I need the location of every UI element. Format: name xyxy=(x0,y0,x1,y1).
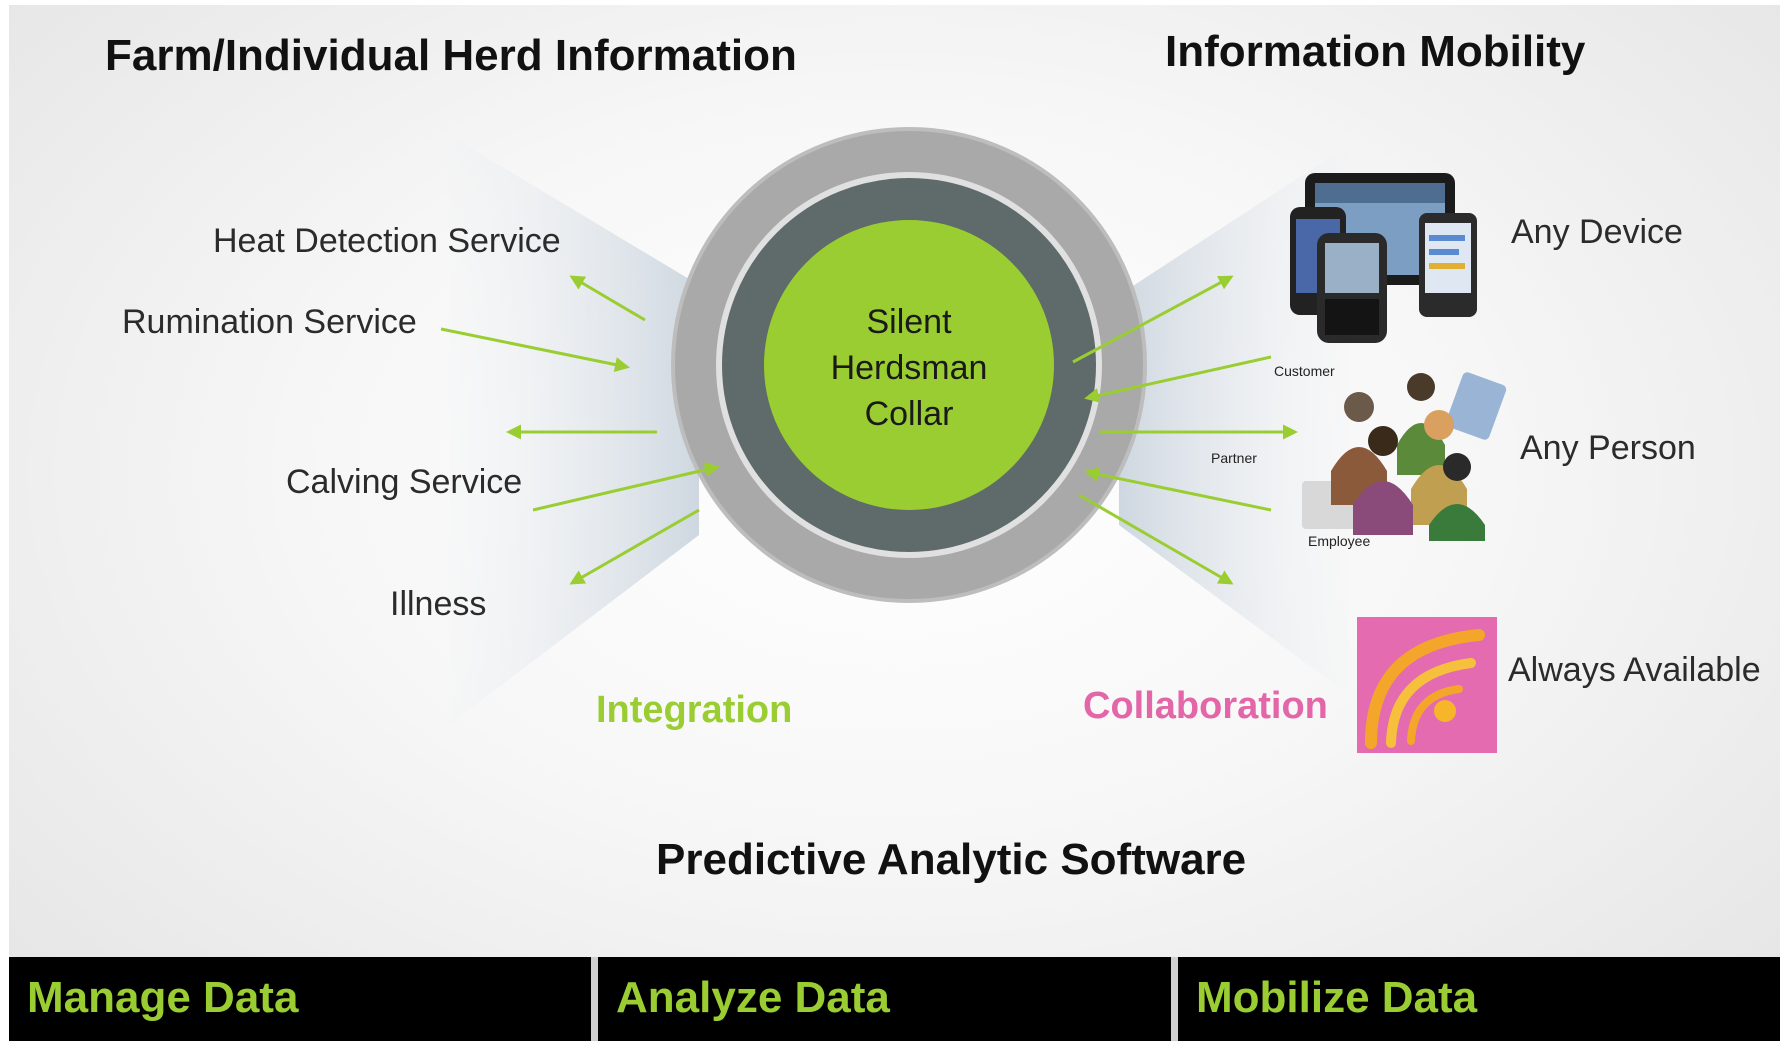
mobile-devices-icon xyxy=(1290,173,1477,343)
people-label-customer: Customer xyxy=(1274,363,1335,379)
arrow-employee-in xyxy=(1084,467,1272,512)
hub-outer-ring-highlight xyxy=(671,127,1147,603)
arrow-available-out xyxy=(1078,493,1234,585)
people-group-icon xyxy=(1302,372,1507,541)
bottom-cell-mobilize-label: Mobilize Data xyxy=(1196,973,1478,1022)
bottom-bar: Manage Data Analyze Data Mobilize Data xyxy=(9,957,1780,1041)
mobility-any-device: Any Device xyxy=(1511,213,1683,251)
people-label-partner: Partner xyxy=(1211,450,1257,466)
bottom-cell-manage: Manage Data xyxy=(9,957,591,1041)
theme-collaboration: Collaboration xyxy=(1083,685,1328,727)
arrow-heat-out xyxy=(569,275,646,322)
arrow-device-out xyxy=(1072,275,1234,364)
arrow-customer-in xyxy=(1084,355,1272,403)
service-rumination: Rumination Service xyxy=(122,303,417,341)
bottom-cell-mobilize: Mobilize Data xyxy=(1178,957,1780,1041)
mobility-any-person: Any Person xyxy=(1520,429,1696,467)
slide: Farm/Individual Herd Information Informa… xyxy=(9,5,1780,1041)
hub-label-line1: Silent xyxy=(866,303,952,341)
bottom-heading: Predictive Analytic Software xyxy=(656,835,1247,884)
mobility-always-available: Always Available xyxy=(1508,651,1761,689)
hub-label: Silent Herdsman Collar xyxy=(809,299,1009,437)
service-heat-detection: Heat Detection Service xyxy=(213,222,561,260)
hub-label-line2: Herdsman xyxy=(830,349,988,387)
service-calving: Calving Service xyxy=(286,463,523,501)
service-illness: Illness xyxy=(390,585,487,623)
left-heading: Farm/Individual Herd Information xyxy=(105,31,797,80)
arrow-illness-out xyxy=(569,508,700,585)
bottom-cell-analyze: Analyze Data xyxy=(598,957,1171,1041)
signal-swirl-icon xyxy=(1357,617,1497,753)
arrow-rumination-in xyxy=(440,327,630,372)
right-heading: Information Mobility xyxy=(1165,27,1586,76)
bottom-cell-manage-label: Manage Data xyxy=(27,973,299,1022)
bottom-cell-analyze-label: Analyze Data xyxy=(616,973,890,1022)
hub-diagram xyxy=(440,127,1507,753)
hub-core xyxy=(764,220,1054,510)
hub-label-line3: Collar xyxy=(864,395,954,433)
people-label-employee: Employee xyxy=(1308,533,1371,549)
arrow-calving-in xyxy=(532,462,720,512)
left-fan xyxy=(449,135,699,725)
theme-integration: Integration xyxy=(596,689,793,731)
